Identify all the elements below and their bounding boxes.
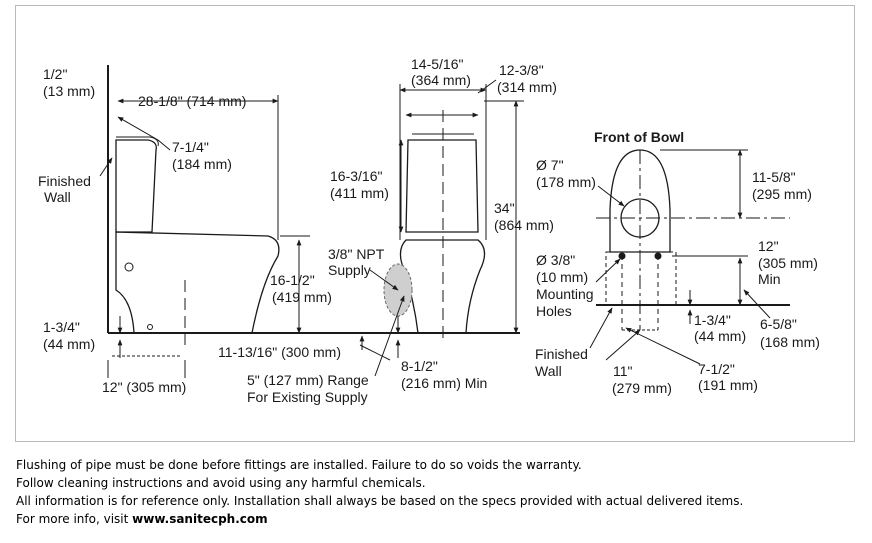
label-12-min-2: (305 mm) bbox=[758, 255, 818, 271]
label-dia-3-8-mm: (10 mm) bbox=[536, 269, 588, 285]
label-right-7-1-2-mm: (191 mm) bbox=[698, 377, 758, 393]
label-right-6-5-8: 6-5/8" bbox=[760, 316, 797, 332]
label-half-in: 1/2" bbox=[43, 66, 67, 82]
label-finished-wall-right-1: Finished bbox=[535, 346, 588, 362]
dimension-labels: 1/2" (13 mm) 28-1/8" (714 mm) 7-1/4" (18… bbox=[38, 56, 820, 405]
label-height-16-1-2-mm: (419 mm) bbox=[272, 289, 332, 305]
bowl-outline bbox=[115, 231, 280, 334]
label-dist-11-13-16: 11-13/16" (300 mm) bbox=[218, 344, 341, 360]
label-mounting-2: Holes bbox=[536, 303, 572, 319]
front-bowl bbox=[399, 239, 486, 334]
label-right-1-3-4: 1-3/4" bbox=[694, 312, 731, 328]
top-view bbox=[589, 149, 790, 365]
label-right-11-mm: (279 mm) bbox=[612, 380, 672, 396]
label-mounting-1: Mounting bbox=[536, 286, 594, 302]
label-height-16-3-16-mm: (411 mm) bbox=[330, 185, 389, 201]
label-right-11: 11" bbox=[613, 363, 633, 379]
label-tank-7-1-4-mm: (184 mm) bbox=[172, 156, 232, 172]
label-right-1-3-4-mm: (44 mm) bbox=[694, 328, 746, 344]
label-npt-1: 3/8" NPT bbox=[328, 246, 385, 262]
label-min-8-1-2: 8-1/2" bbox=[401, 358, 438, 374]
label-width-14-5-16-mm: (364 mm) bbox=[411, 72, 471, 88]
label-finished-wall-left-2: Wall bbox=[44, 189, 71, 205]
label-height-34-mm: (864 mm) bbox=[494, 217, 554, 233]
note-cleaning: Follow cleaning instructions and avoid u… bbox=[16, 476, 426, 490]
note-more-info-prefix: For more info, visit bbox=[16, 512, 133, 526]
label-right-7-1-2: 7-1/2" bbox=[698, 361, 735, 377]
label-tank-7-1-4: 7-1/4" bbox=[172, 139, 209, 155]
label-11-5-8-mm: (295 mm) bbox=[752, 186, 812, 202]
label-dia-7-mm: (178 mm) bbox=[536, 174, 596, 190]
bolt-circle bbox=[147, 324, 153, 330]
label-rough-12: 12" (305 mm) bbox=[102, 379, 186, 395]
label-width-12-3-8-mm: (314 mm) bbox=[497, 79, 557, 95]
label-12-min-1: 12" bbox=[758, 238, 779, 254]
label-width-14-5-16: 14-5/16" bbox=[411, 56, 463, 72]
label-height-1-3-4-mm: (44 mm) bbox=[43, 336, 95, 352]
front-tank bbox=[405, 139, 479, 233]
label-width-28: 28-1/8" (714 mm) bbox=[138, 93, 246, 109]
note-more-info: For more info, visit www.sanitecph.com bbox=[16, 510, 856, 528]
label-12-min-3: Min bbox=[758, 271, 781, 287]
label-range-5-1: 5" (127 mm) Range bbox=[247, 372, 369, 388]
front-view bbox=[359, 79, 524, 377]
label-npt-2: Supply bbox=[328, 262, 371, 278]
label-height-16-1-2: 16-1/2" bbox=[270, 272, 315, 288]
label-range-5-2: For Existing Supply bbox=[247, 389, 368, 405]
label-dia-7: Ø 7" bbox=[536, 157, 564, 173]
label-min-8-1-2-mm: (216 mm) Min bbox=[401, 375, 487, 391]
note-reference: All information is for reference only. I… bbox=[16, 494, 744, 508]
label-height-16-3-16: 16-3/16" bbox=[330, 168, 382, 184]
footer-notes: Flushing of pipe must be done before fit… bbox=[16, 456, 856, 528]
label-dia-3-8: Ø 3/8" bbox=[536, 252, 575, 268]
label-height-1-3-4: 1-3/4" bbox=[43, 319, 80, 335]
side-view bbox=[99, 65, 520, 378]
flush-button-circle bbox=[124, 262, 134, 272]
label-half-in-mm: (13 mm) bbox=[43, 83, 95, 99]
label-11-5-8: 11-5/8" bbox=[752, 169, 796, 185]
label-finished-wall-left-1: Finished bbox=[38, 173, 91, 189]
title-front-of-bowl: Front of Bowl bbox=[594, 129, 684, 145]
tank-outline bbox=[115, 139, 157, 233]
tank-lid bbox=[116, 136, 159, 147]
label-height-34: 34" bbox=[494, 200, 515, 216]
label-width-12-3-8: 12-3/8" bbox=[499, 62, 544, 78]
label-right-6-5-8-mm: (168 mm) bbox=[760, 334, 820, 350]
diagram-frame bbox=[15, 5, 855, 442]
label-finished-wall-right-2: Wall bbox=[535, 363, 562, 379]
website-link[interactable]: www.sanitecph.com bbox=[132, 512, 268, 526]
bowl-top-outline bbox=[609, 149, 671, 253]
note-flushing: Flushing of pipe must be done before fit… bbox=[16, 458, 582, 472]
